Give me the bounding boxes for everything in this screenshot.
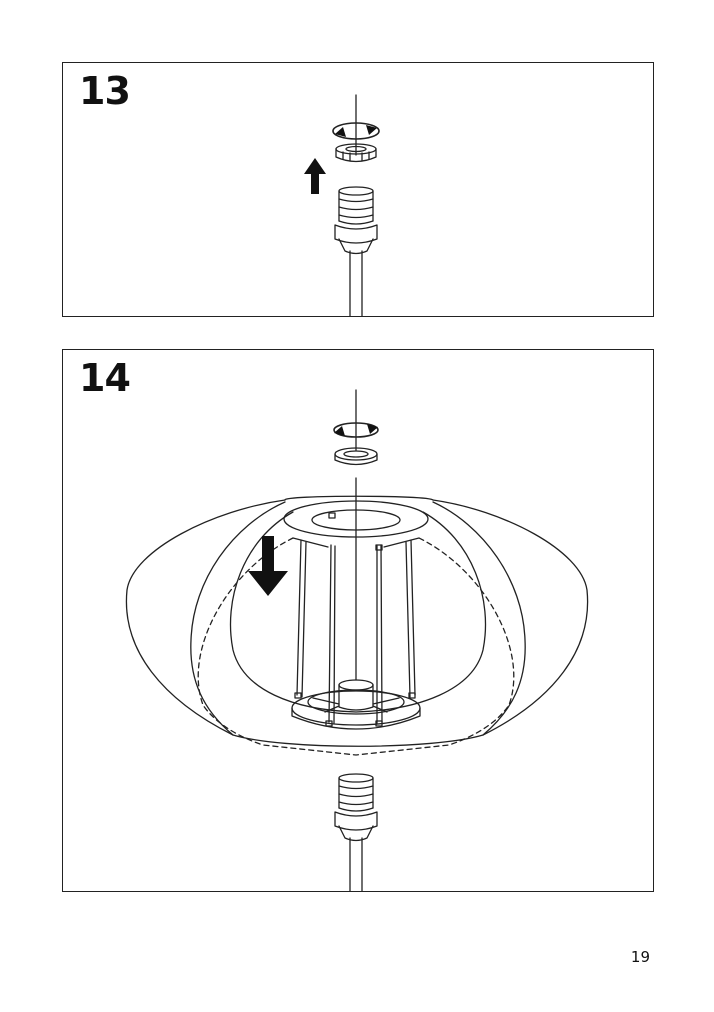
down-arrow-icon	[248, 536, 288, 596]
page-number: 19	[630, 948, 650, 966]
step-number: 13	[79, 69, 131, 113]
step-14-illustration	[125, 389, 589, 891]
shade-frame	[294, 512, 416, 727]
shade-bottom-base	[291, 679, 421, 730]
up-arrow-icon	[304, 158, 326, 194]
shade-ring	[334, 447, 378, 466]
rotate-icon	[332, 122, 380, 140]
shade-top-ring	[283, 477, 429, 681]
lamp-socket	[334, 773, 378, 891]
rotate-icon	[333, 422, 379, 438]
lamp-socket	[334, 186, 378, 316]
step-number: 14	[79, 356, 131, 400]
step-14-panel: 14	[62, 349, 654, 892]
shade-ring	[335, 143, 377, 163]
step-13-illustration	[304, 94, 380, 316]
lamp-shade	[125, 495, 589, 756]
step-13-panel: 13	[62, 62, 654, 317]
